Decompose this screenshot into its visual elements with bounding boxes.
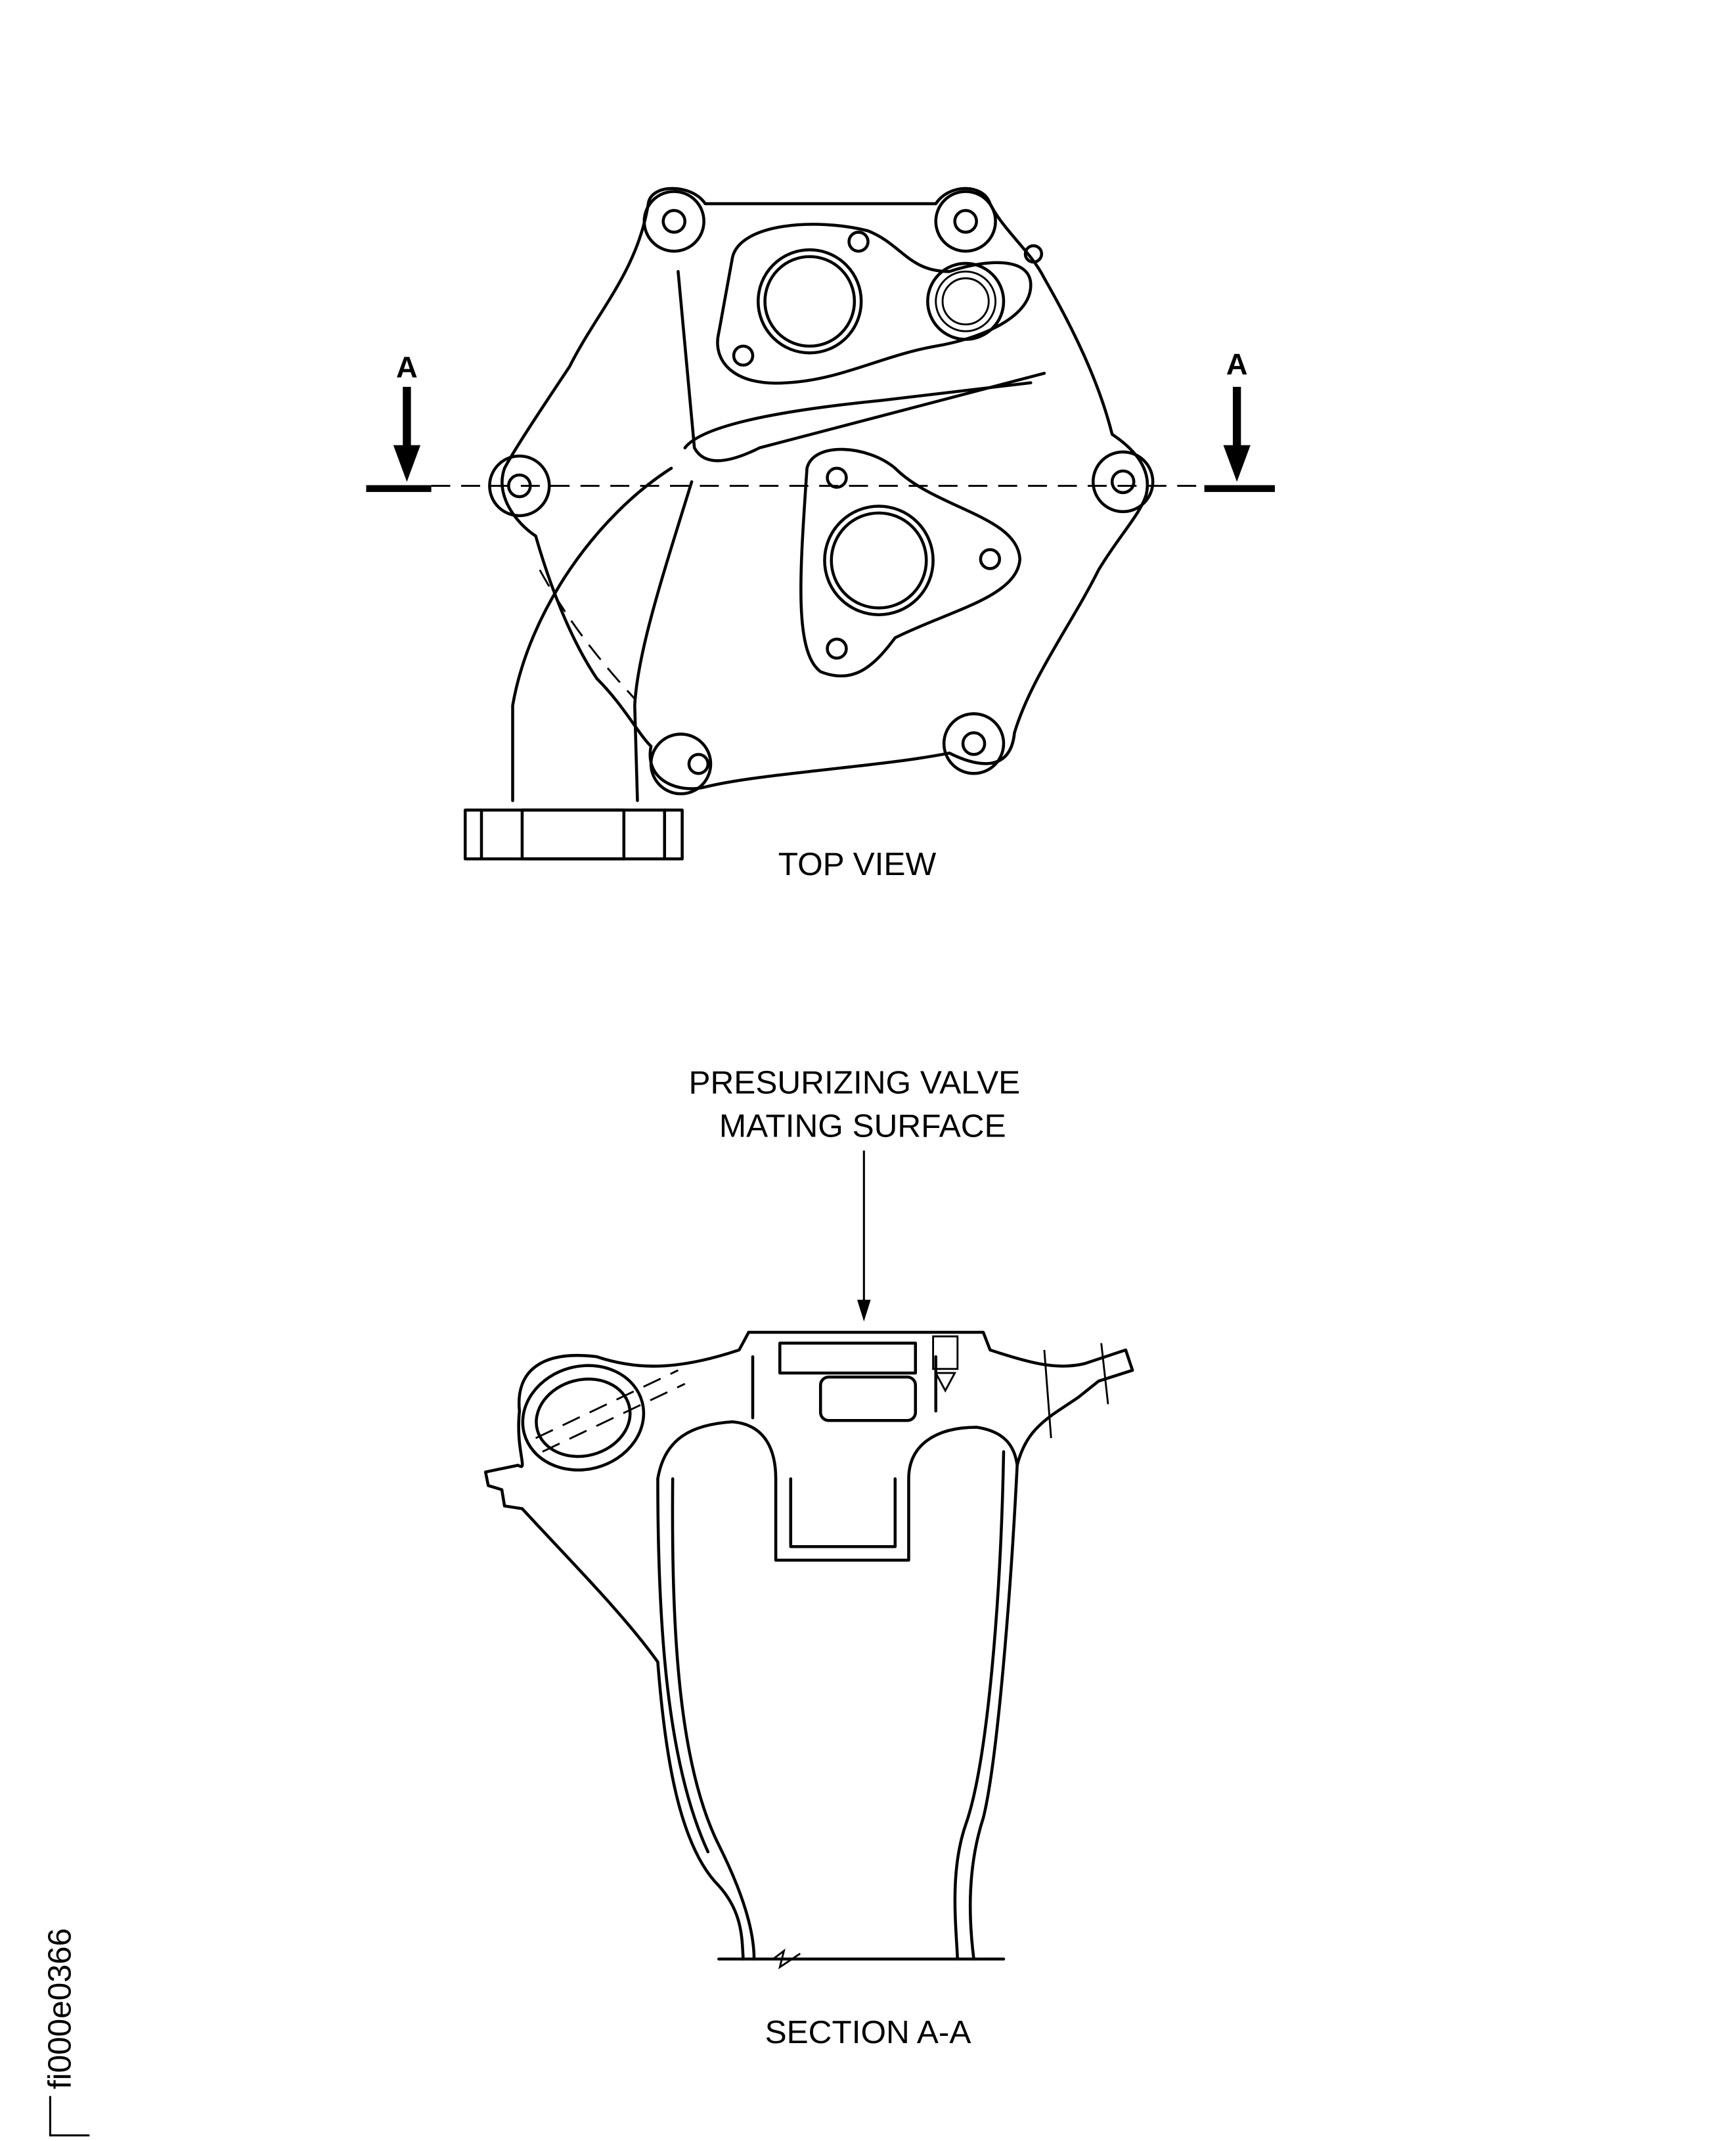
section-view-drawing: SECTION A-A (483, 1330, 1134, 2050)
elbow-pipe (511, 466, 694, 802)
top-view-title: TOP VIEW (778, 845, 937, 882)
callout-line2: MATING SURFACE (719, 1108, 1006, 1144)
section-marker-right: A (1226, 348, 1248, 381)
bolt-holes (488, 190, 1155, 796)
section-arrow-right (1204, 386, 1275, 492)
mating-surface (778, 1341, 918, 1375)
lower-flange (799, 447, 1022, 678)
section-view-title: SECTION A-A (765, 2014, 971, 2050)
section-arrow-left (366, 386, 432, 492)
section-passage (521, 1364, 686, 1472)
section-marker-left: A (396, 350, 418, 384)
top-view-drawing: A A TOP VIEW (366, 187, 1275, 882)
corner-mark (49, 2096, 90, 2136)
callout-line1: PRESURIZING VALVE (688, 1064, 1020, 1101)
mounting-foot (463, 808, 684, 861)
section-left-wall (483, 1330, 751, 1961)
housing-outline (501, 187, 1149, 790)
upper-flange (677, 223, 1046, 462)
section-right-wall (747, 1330, 1134, 1961)
threaded-hole (932, 1335, 959, 1393)
figure-id: fi000e0366 (41, 1928, 78, 2089)
callout-arrow (857, 1150, 871, 1322)
